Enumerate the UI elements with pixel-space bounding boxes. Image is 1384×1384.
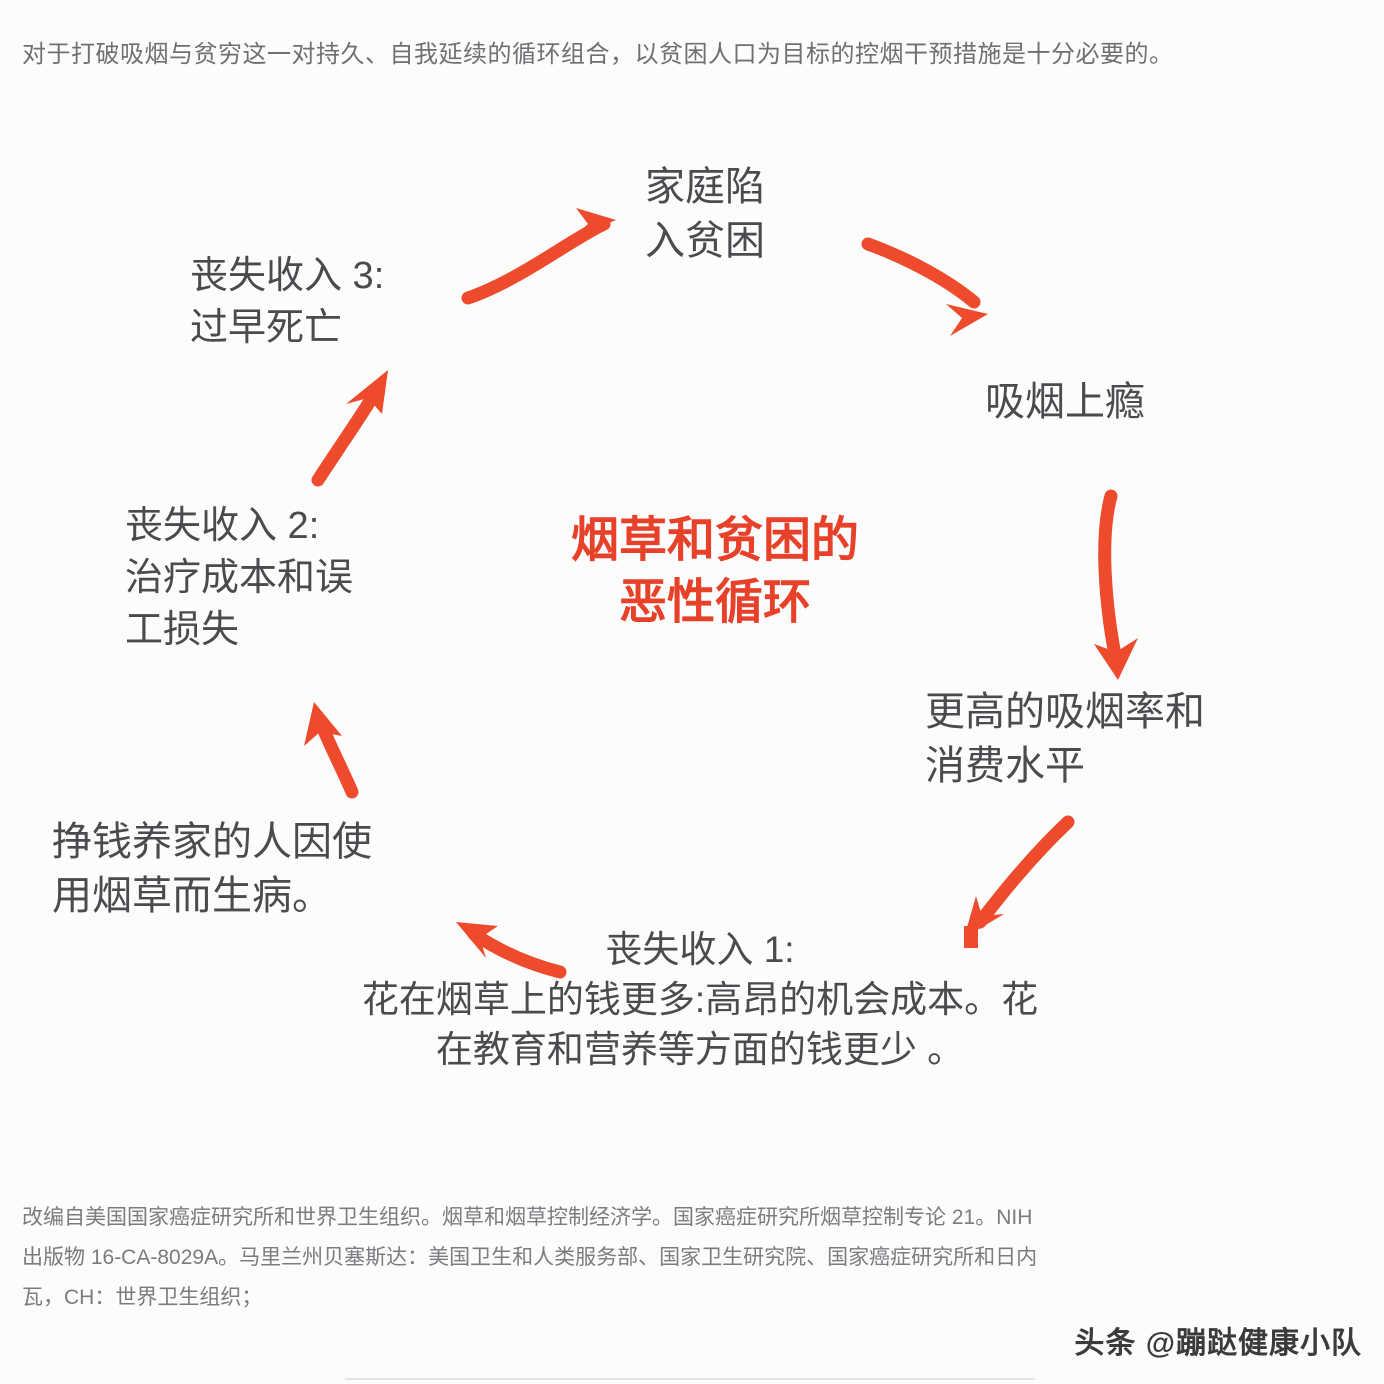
citation-line-1: 改编自美国国家癌症研究所和世界卫生组织。烟草和烟草控制经济学。国家癌症研究所烟草… bbox=[22, 1206, 1033, 1229]
node-income-loss-2: 丧失收入 2: 治疗成本和误 工损失 bbox=[125, 505, 354, 651]
cycle-arrows-group: .ar{fill:none;stroke:#ee4a2c;stroke-widt… bbox=[304, 208, 1138, 979]
node-family-into-poverty: 家庭陷 入贫困 bbox=[645, 165, 765, 263]
citation-line-3: 瓦，CH：世界卫生组织； bbox=[22, 1286, 263, 1309]
arrow-higher-to-loss1 bbox=[964, 815, 1075, 948]
arrow-loss2-to-loss3 bbox=[311, 370, 388, 487]
diagram-center-title: 烟草和贫困的 恶性循环 bbox=[570, 514, 859, 629]
arrow-sick-to-loss2 bbox=[304, 702, 359, 799]
source-citation: 改编自美国国家癌症研究所和世界卫生组织。烟草和烟草控制经济学。国家癌症研究所烟草… bbox=[22, 1198, 1367, 1318]
node-income-loss-1: 丧失收入 1: 花在烟草上的钱更多:高昂的机会成本。花 在教育和营养等方面的钱更… bbox=[361, 929, 1039, 1070]
arrow-loss1-to-sick bbox=[456, 922, 567, 979]
node-higher-smoking-rate: 更高的吸烟率和 消费水平 bbox=[925, 690, 1205, 788]
arrow-addict-to-higher bbox=[1094, 489, 1138, 680]
node-smoking-addiction: 吸烟上瘾 bbox=[985, 380, 1145, 424]
node-breadwinner-sick: 挣钱养家的人因使 用烟草而生病。 bbox=[52, 820, 372, 918]
bottom-divider bbox=[345, 1378, 1035, 1380]
node-income-loss-3: 丧失收入 3: 过早死亡 bbox=[190, 255, 385, 349]
citation-line-2: 出版物 16-CA-8029A。马里兰州贝塞斯达：美国卫生和人类服务部、国家卫生… bbox=[22, 1246, 1038, 1269]
arrow-family-to-addict bbox=[861, 237, 988, 336]
vicious-cycle-diagram: .ar{fill:none;stroke:#ee4a2c;stroke-widt… bbox=[0, 120, 1384, 1180]
arrow-sick-to-family bbox=[461, 208, 616, 305]
intro-paragraph: 对于打破吸烟与贫穷这一对持久、自我延续的循环组合，以贫困人口为目标的控烟干预措施… bbox=[22, 41, 1174, 68]
watermark-account: 头条 @蹦跶健康小队 bbox=[1074, 1327, 1362, 1360]
